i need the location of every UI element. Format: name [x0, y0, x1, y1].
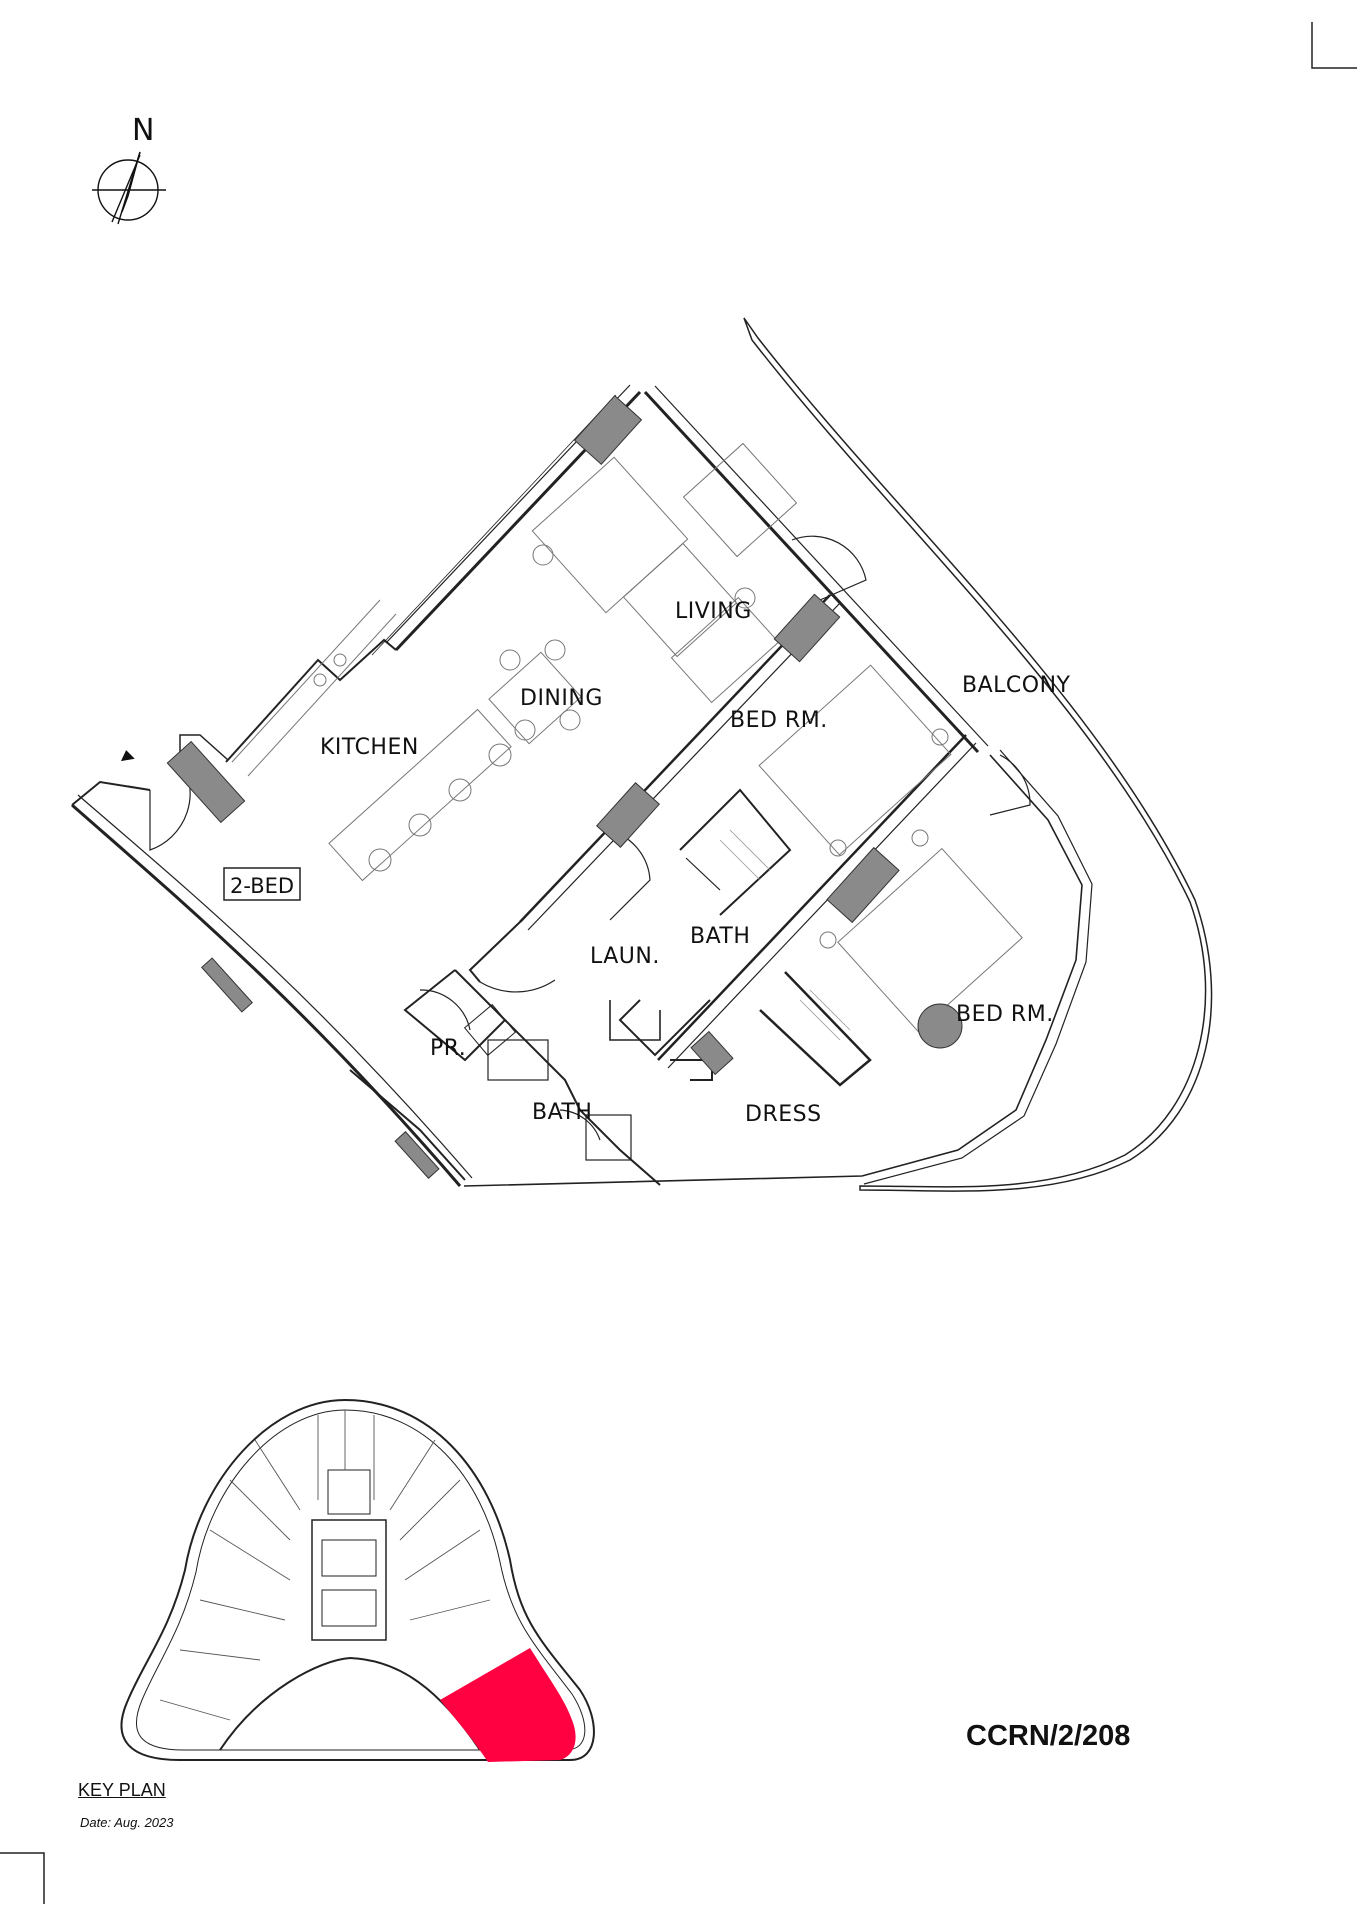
sw-wall	[71, 803, 462, 1187]
living-furniture	[531, 442, 798, 704]
kitchen-island	[328, 708, 512, 882]
key-plan-outline	[120, 1398, 595, 1761]
room-label-balcony: BALCONY	[962, 673, 1071, 698]
room-label-bath-1: BATH	[690, 924, 750, 949]
unit-plan	[71, 317, 1213, 1192]
room-labels: LIVING DINING KITCHEN BALCONY BED RM. BE…	[320, 599, 1071, 1127]
structural-columns	[166, 394, 963, 1179]
crop-mark-bottom-left	[0, 1852, 45, 1904]
room-label-bath-2: BATH	[532, 1100, 592, 1125]
room-label-kitchen: KITCHEN	[320, 735, 419, 760]
dining-table	[488, 639, 582, 745]
room-label-living: LIVING	[675, 599, 752, 624]
room-label-bed-rm-2: BED RM.	[956, 1002, 1054, 1027]
date-line: Date: Aug. 2023	[80, 1815, 174, 1830]
room-label-dress: DRESS	[745, 1102, 822, 1127]
bed-2	[819, 829, 1023, 1033]
key-plan-highlight	[440, 1648, 576, 1762]
unit-type-tag: 2-BED	[223, 867, 301, 901]
balcony-facade	[463, 754, 1083, 1187]
date-value: Aug. 2023	[114, 1815, 174, 1830]
balcony-railing	[743, 317, 1213, 1192]
north-arrow-icon	[92, 151, 166, 225]
room-label-laun: LAUN.	[590, 944, 660, 969]
unit-type-label: 2-BED	[230, 874, 294, 898]
crop-mark-top-right	[1311, 22, 1357, 69]
balcony-door-2-swing	[989, 754, 1031, 816]
key-plan	[120, 1398, 595, 1762]
room-label-dining: DINING	[520, 686, 603, 711]
laun-door-swing	[479, 979, 556, 993]
key-plan-title: KEY PLAN	[78, 1780, 166, 1800]
unit-reference-code: CCRN/2/208	[966, 1720, 1131, 1752]
room-label-bed-rm-1: BED RM.	[730, 708, 828, 733]
date-label: Date:	[80, 1815, 112, 1830]
north-letter: N	[132, 113, 154, 148]
room-label-pr: PR.	[430, 1036, 466, 1061]
entrance-marker-icon	[120, 750, 135, 762]
bed-1	[758, 664, 952, 857]
balcony-door-1-swing	[791, 535, 867, 601]
